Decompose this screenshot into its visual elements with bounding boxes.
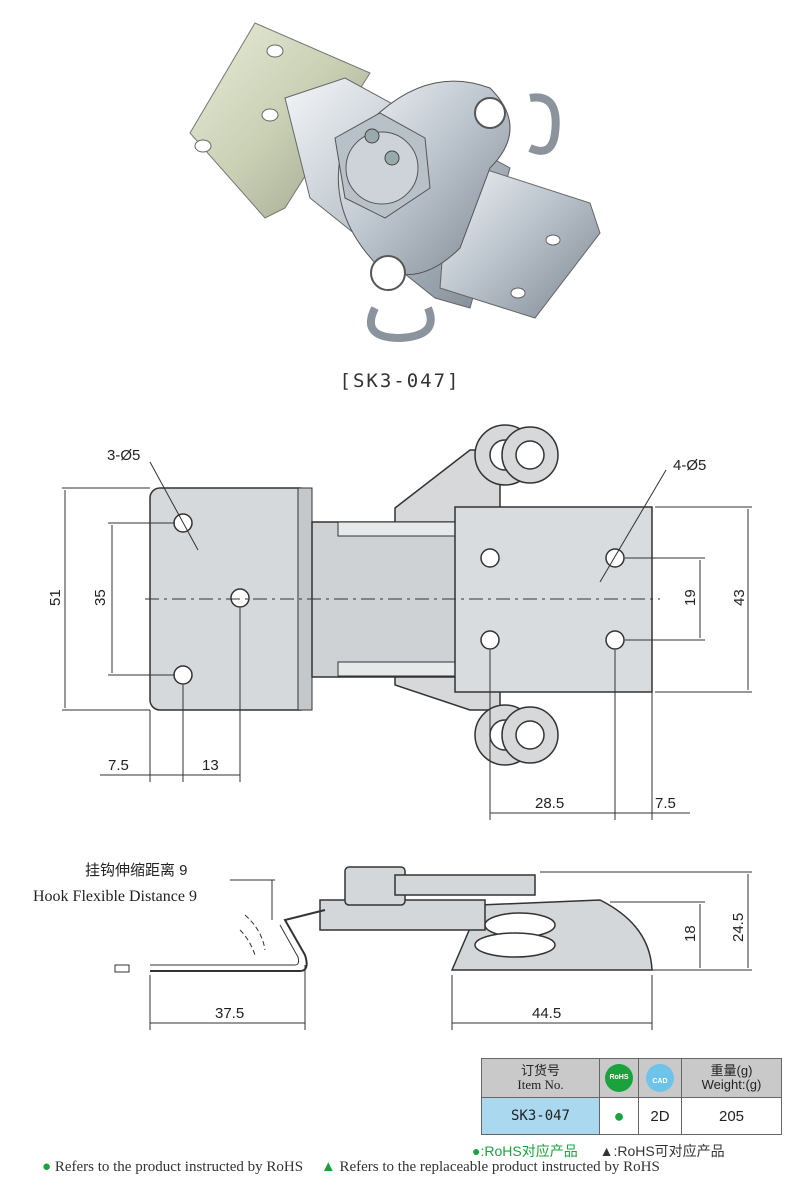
legend-circle-icon: ● — [42, 1159, 52, 1175]
hook-note-cn: 挂钩伸缩距离 9 — [85, 862, 188, 879]
dim-51: 51 — [47, 589, 64, 606]
product-photo — [189, 22, 601, 343]
cell-rohs: ● — [599, 1097, 639, 1135]
header-rohs: RoHS — [599, 1058, 639, 1098]
legend-rohs-cn: ●:RoHS对应产品 ▲:RoHS可对应产品 — [472, 1141, 725, 1161]
legend-triangle-icon: ▲ — [320, 1159, 336, 1175]
cell-weight: 205 — [681, 1097, 782, 1135]
dim-7-5-right: 7.5 — [655, 795, 676, 812]
cad-icon: CAD — [646, 1064, 674, 1092]
spec-table-header: 订货号 Item No. RoHS CAD 重量(g) Weight:(g) — [481, 1058, 782, 1098]
dim-43: 43 — [731, 589, 748, 606]
legend-cn-circle: ●:RoHS对应产品 — [472, 1143, 578, 1159]
table-row: SK3-047 ● 2D 205 — [481, 1097, 782, 1135]
header-weight: 重量(g) Weight:(g) — [681, 1058, 782, 1098]
side-view-drawing: 挂钩伸缩距离 9 Hook Flexible Distance 9 18 24.… — [33, 862, 752, 1030]
dim-holes-left: 3-Ø5 — [107, 447, 140, 464]
dim-44-5: 44.5 — [532, 1005, 561, 1022]
product-code-caption: [SK3-047] — [339, 370, 461, 392]
dim-19: 19 — [682, 589, 699, 606]
dim-13: 13 — [202, 757, 219, 774]
dim-24-5: 24.5 — [730, 913, 747, 942]
header-cad: CAD — [638, 1058, 682, 1098]
dim-holes-right: 4-Ø5 — [673, 457, 706, 474]
spec-table: 订货号 Item No. RoHS CAD 重量(g) Weight:(g) S… — [481, 1058, 782, 1135]
dim-35: 35 — [92, 589, 109, 606]
hook-note-en: Hook Flexible Distance 9 — [33, 888, 197, 905]
legend-en-circle: Refers to the product instructed by RoHS — [54, 1159, 304, 1175]
rohs-icon: RoHS — [605, 1064, 633, 1092]
dim-28-5: 28.5 — [535, 795, 564, 812]
dim-37-5: 37.5 — [215, 1005, 244, 1022]
dim-18: 18 — [682, 925, 699, 942]
legend-cn-triangle: ▲:RoHS可对应产品 — [599, 1143, 725, 1159]
cell-cad: 2D — [638, 1097, 682, 1135]
cell-item-no: SK3-047 — [481, 1097, 600, 1135]
legend-rohs-en: ● Refers to the product instructed by Ro… — [42, 1159, 660, 1176]
legend-en-triangle: Refers to the replaceable product instru… — [339, 1159, 660, 1175]
header-item-no: 订货号 Item No. — [481, 1058, 600, 1098]
top-view-drawing: 3-Ø5 4-Ø5 51 35 19 43 7.5 13 28.5 7.5 — [47, 424, 752, 820]
dim-7-5-left: 7.5 — [108, 757, 129, 774]
